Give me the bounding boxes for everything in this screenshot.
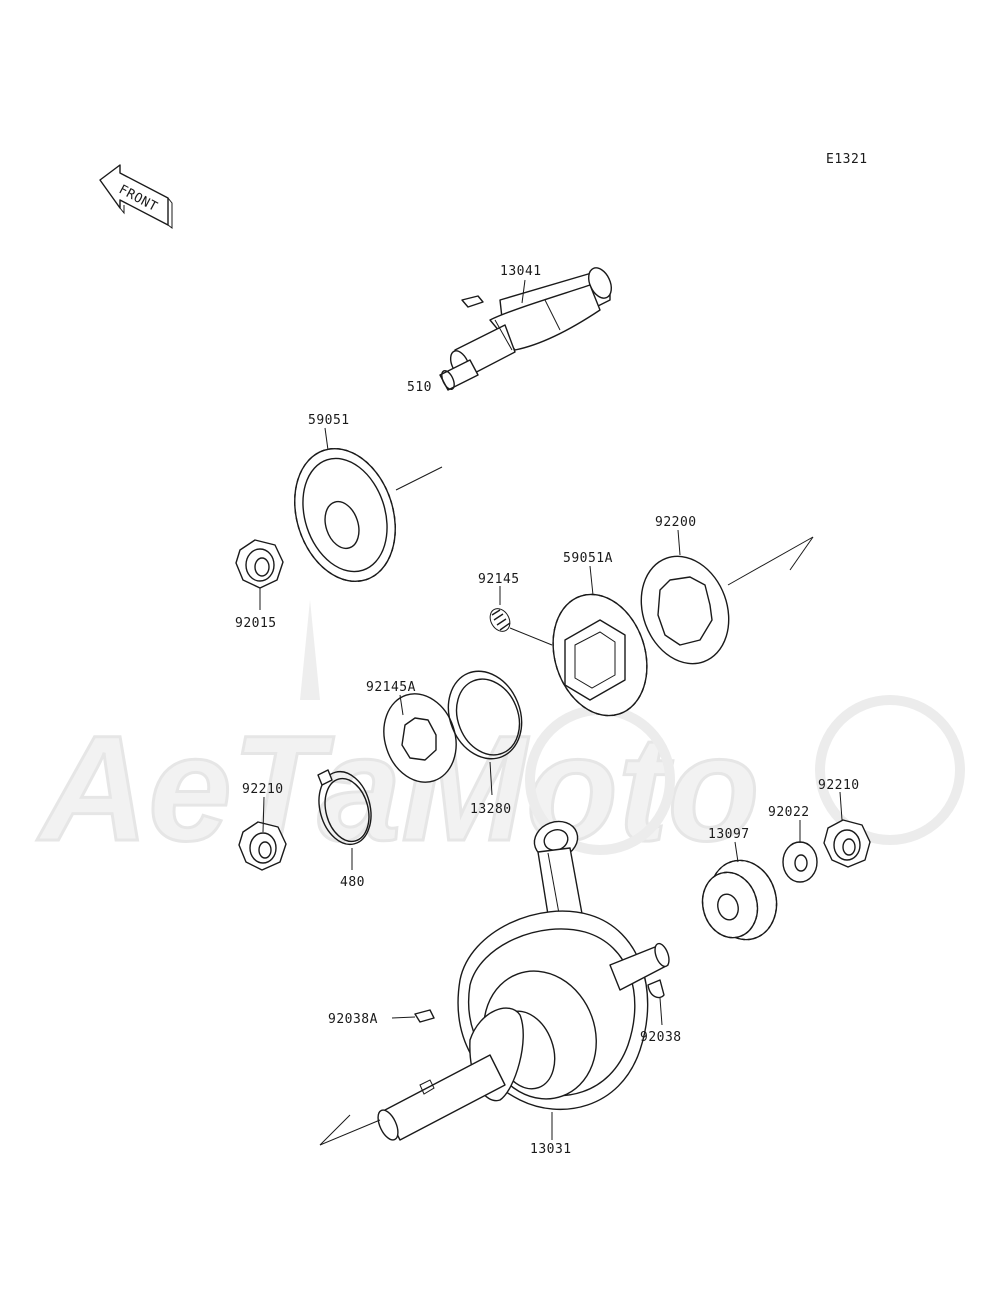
label-92038: 92038: [640, 1030, 682, 1045]
leader-lines: [259, 279, 843, 1140]
spring-92145: [489, 608, 553, 646]
label-92015: 92015: [235, 616, 277, 631]
label-59051: 59051: [308, 413, 350, 428]
watermark-tower-icon: [300, 600, 320, 700]
gear-13097: [701, 859, 778, 941]
label-13097: 13097: [708, 827, 750, 842]
label-92038a: 92038A: [328, 1012, 378, 1027]
label-510: 510: [407, 380, 432, 395]
watermark: AeTaMoto: [35, 600, 965, 874]
nut-92210-left: [238, 821, 287, 871]
label-480: 480: [340, 875, 365, 890]
balancer-gear-59051: [294, 447, 443, 583]
key-92038: [647, 979, 665, 999]
shim-92200: [640, 536, 814, 665]
washer-92145a: [383, 693, 457, 783]
label-92210-right: 92210: [818, 778, 860, 793]
key-92038a: [414, 1009, 435, 1023]
washer-92022: [782, 841, 818, 883]
part-labels: 13041 510 59051 92015 92200 59051A 92145…: [235, 264, 860, 1157]
gear-59051a: [552, 593, 648, 717]
label-92210-left: 92210: [242, 782, 284, 797]
ring-13280: [447, 670, 523, 760]
crankshaft-13031: [319, 820, 670, 1146]
nut-92210-right: [823, 819, 871, 868]
watermark-wheel-icon: [815, 695, 965, 845]
figure-code: E1321: [826, 152, 868, 167]
label-13280: 13280: [470, 802, 512, 817]
woodruff-key-510: [461, 295, 484, 308]
balancer-shaft: [439, 267, 613, 391]
label-92022: 92022: [768, 805, 810, 820]
label-59051a: 59051A: [563, 551, 613, 566]
circlip-480: [317, 769, 372, 846]
front-arrow-icon: FRONT: [99, 164, 173, 229]
label-92200: 92200: [655, 515, 697, 530]
label-92145: 92145: [478, 572, 520, 587]
label-92145a: 92145A: [366, 680, 416, 695]
label-13031: 13031: [530, 1142, 572, 1157]
nut-92015: [235, 539, 284, 589]
label-13041: 13041: [500, 264, 542, 279]
